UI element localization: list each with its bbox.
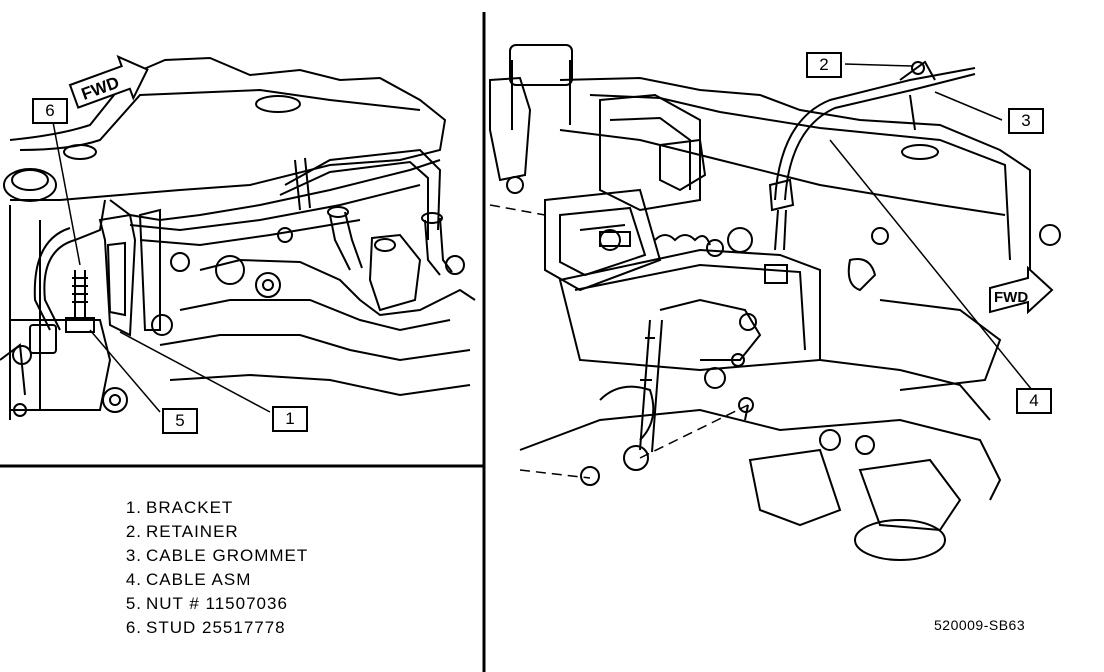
callout-1: 1 [272, 406, 308, 432]
callout-5: 5 [162, 408, 198, 434]
legend-text: STUD 25517778 [146, 618, 286, 637]
legend-text: NUT # 11507036 [146, 594, 288, 613]
legend-text: CABLE GROMMET [146, 546, 309, 565]
fwd-arrow-right: FWD [989, 265, 1054, 315]
leader-lines-right [829, 63, 1033, 391]
callout-2: 2 [806, 52, 842, 78]
fwd-arrow-left: FWD [68, 54, 149, 109]
legend-text: BRACKET [146, 498, 234, 517]
legend-text: CABLE ASM [146, 570, 252, 589]
legend-item: 3.CABLE GROMMET [108, 546, 308, 570]
left-engine-view [0, 56, 476, 420]
callout-3: 3 [1008, 108, 1044, 134]
leader-lines-left [52, 121, 271, 413]
figure-code: 520009-SB63 [934, 617, 1026, 633]
callout-6: 6 [32, 98, 68, 124]
legend-item: 2.RETAINER [108, 522, 308, 546]
callout-4: 4 [1016, 388, 1052, 414]
legend-text: RETAINER [146, 522, 239, 541]
fwd-label-right: FWD [994, 289, 1028, 306]
legend-item: 5.NUT # 11507036 [108, 594, 308, 618]
legend-item: 4.CABLE ASM [108, 570, 308, 594]
parts-legend: 1.BRACKET 2.RETAINER 3.CABLE GROMMET 4.C… [108, 498, 308, 642]
projection-lines [489, 204, 749, 479]
legend-item: 6.STUD 25517778 [108, 618, 308, 642]
legend-item: 1.BRACKET [108, 498, 308, 522]
right-carburetor-view [489, 44, 1061, 561]
